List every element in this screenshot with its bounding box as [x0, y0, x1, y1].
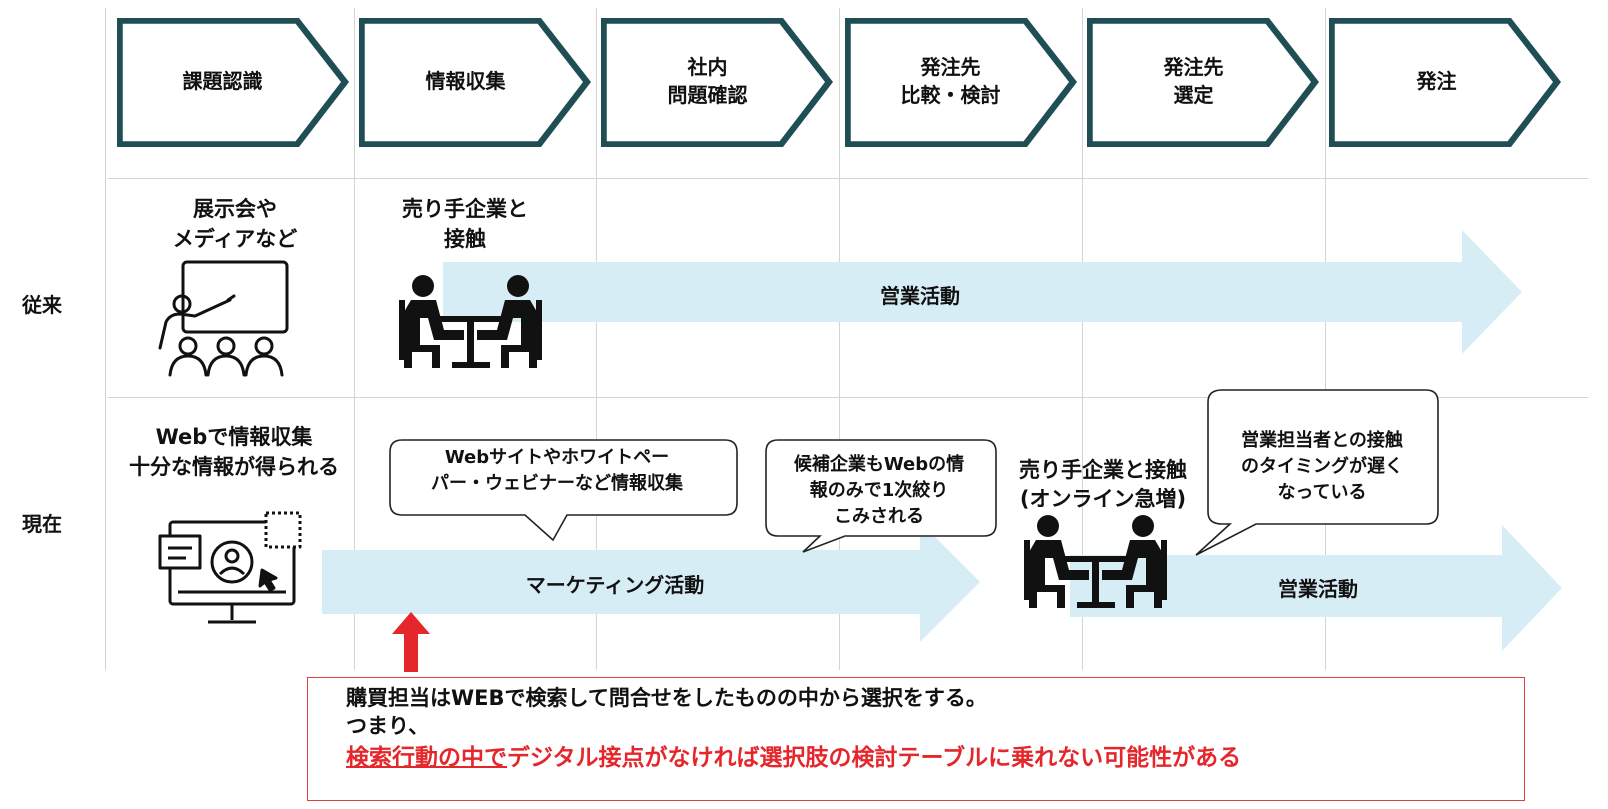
stage-chevron	[849, 22, 1071, 143]
meeting-icon	[1024, 515, 1167, 608]
marketing-band	[322, 522, 980, 642]
note-line-3-rest: デジタル接点がなければ選択肢の検討テーブルに乗れない可能性がある	[507, 745, 1242, 771]
grid-line	[596, 8, 597, 670]
bubble-info-gathering: Webサイトやホワイトペー パー・ウェビナーなど情報収集	[431, 447, 683, 494]
bubble-info-gathering-shape	[389, 439, 738, 542]
up-arrow-icon	[392, 612, 430, 672]
row-label-current: 現在	[22, 512, 62, 536]
note-line-3: 検索行動の中でデジタル接点がなければ選択肢の検討テーブルに乗れない可能性がある	[346, 738, 1241, 772]
grid-line	[1325, 8, 1326, 670]
traditional-contact-text: 売り手企業と 接触	[402, 197, 528, 251]
stage-label: 情報収集	[425, 69, 506, 93]
stage-label: 発注先 比較・検討	[900, 55, 1001, 107]
stage-label: 社内 問題確認	[667, 55, 748, 107]
note-line-2: つまり、	[346, 714, 430, 738]
web-monitor-icon	[158, 511, 302, 624]
grid-line	[108, 178, 1588, 179]
current-sales-band	[1070, 525, 1562, 651]
stage-label: 課題認識	[182, 69, 263, 93]
bubble-late-contact-shape	[1195, 389, 1439, 556]
traditional-sales-band-label: 営業活動	[880, 284, 960, 308]
stage-label: 発注	[1416, 69, 1457, 93]
presentation-icon	[158, 260, 289, 377]
grid-line	[1082, 8, 1083, 670]
stage-label: 発注先 選定	[1163, 55, 1224, 107]
conclusion-note: 購買担当はWEBで検索して問合せをしたものの中から選択をする。 つまり、 検索行…	[307, 677, 1525, 801]
bubble-shortlisting-shape	[765, 439, 997, 553]
note-line-1: 購買担当はWEBで検索して問合せをしたものの中から選択をする。	[346, 686, 987, 710]
stage-chevron	[1091, 22, 1313, 143]
stage-chevron	[1333, 22, 1555, 143]
stage-chevron	[121, 22, 343, 143]
stage-chevron	[605, 22, 827, 143]
grid-line	[105, 8, 106, 670]
row-label-traditional: 従来	[22, 293, 62, 317]
bubble-late-contact: 営業担当者との接触 のタイミングが遅く なっている	[1241, 430, 1403, 503]
stage-chevron	[363, 22, 585, 143]
current-web-text: Webで情報収集 十分な情報が得られる	[129, 425, 339, 479]
current-sales-band-label: 営業活動	[1278, 577, 1358, 601]
meeting-icon	[399, 275, 542, 368]
grid-line	[354, 8, 355, 670]
bubble-shortlisting: 候補企業もWebの情 報のみで1次絞り こみされる	[793, 454, 965, 527]
grid-line	[839, 8, 840, 670]
grid-line	[108, 397, 1588, 398]
traditional-sales-band	[443, 230, 1522, 354]
current-contact-text: 売り手企業と接触 (オンライン急増)	[1019, 458, 1187, 511]
marketing-band-label: マーケティング活動	[525, 573, 705, 597]
traditional-source-text: 展示会や メディアなど	[172, 197, 298, 251]
note-line-3-underlined: 検索行動の中で	[346, 745, 507, 771]
